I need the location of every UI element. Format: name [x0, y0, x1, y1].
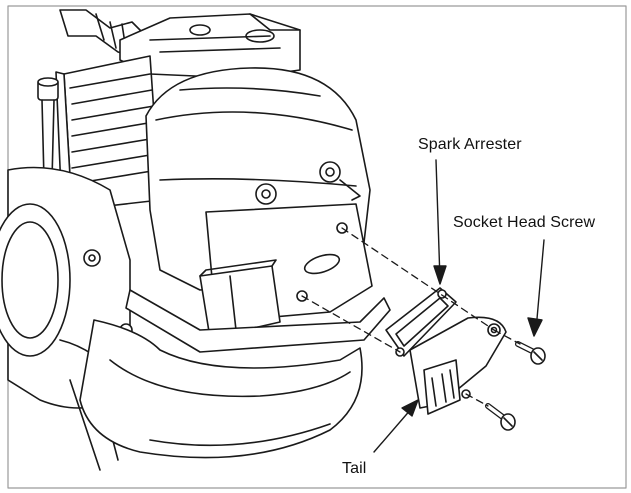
fuel-tank — [79, 289, 391, 459]
socket-head-screw-upper — [515, 341, 546, 365]
primer-post — [37, 77, 59, 181]
spark-arrester-label: Spark Arrester — [418, 136, 522, 153]
callout-arrows — [373, 159, 545, 453]
arrester-cover — [409, 316, 507, 415]
socket-head-screw-lower — [485, 403, 516, 431]
spark-arrester-part — [385, 287, 457, 357]
socket-head-screw-label: Socket Head Screw — [453, 214, 596, 231]
tail-label: Tail — [342, 460, 367, 477]
exhaust-plate — [199, 203, 373, 339]
alignment-lines — [301, 227, 521, 407]
